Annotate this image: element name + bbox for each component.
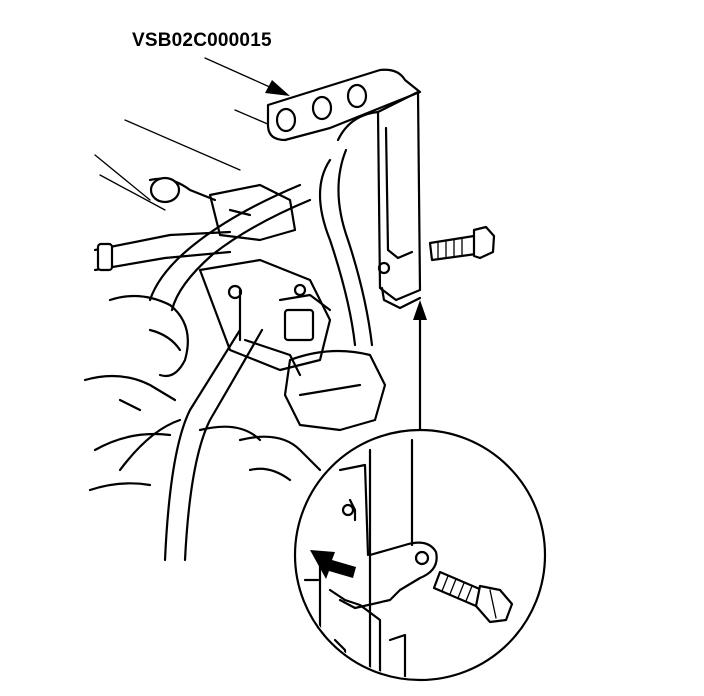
zoom-pointer-arrow xyxy=(413,300,427,434)
hoses xyxy=(118,110,380,562)
leader-arrow xyxy=(204,57,290,96)
part-number-label: VSB02C000015 xyxy=(132,30,272,51)
bolt-upper xyxy=(428,225,496,262)
engine-components xyxy=(83,176,387,492)
direction-arrow-icon xyxy=(310,550,356,579)
bracket-part xyxy=(266,68,422,142)
background-lines xyxy=(94,109,271,211)
vertical-plate xyxy=(376,90,422,310)
zoom-detail xyxy=(293,428,547,682)
